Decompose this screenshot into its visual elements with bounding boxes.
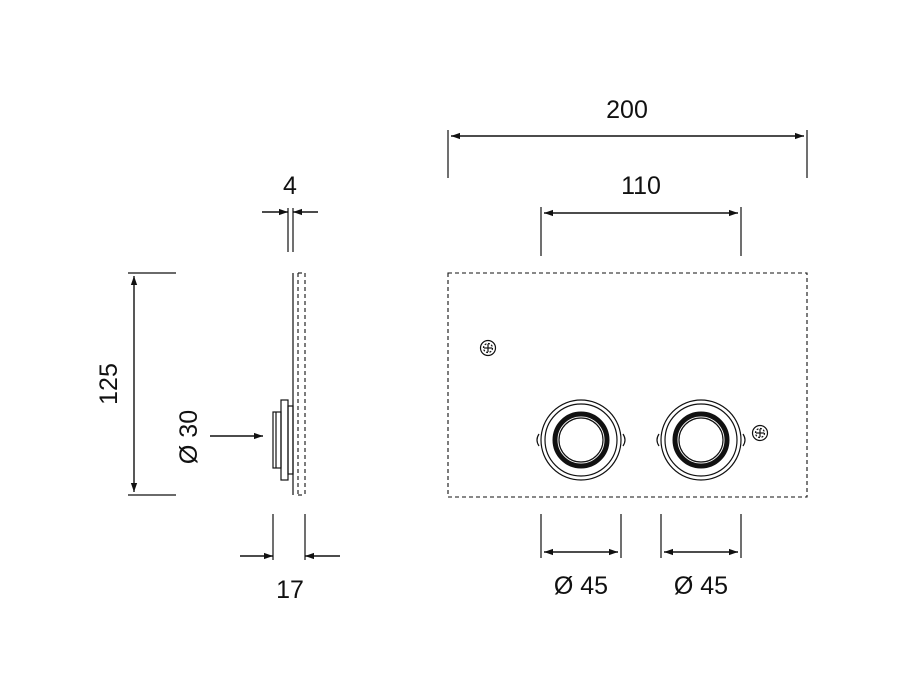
thickness-label: 4 — [283, 172, 297, 200]
spacing-label: 110 — [621, 172, 661, 200]
plate-outline — [447, 272, 808, 498]
depth-label: 17 — [276, 576, 304, 604]
flush-button-icon — [656, 399, 746, 481]
screw-icon — [479, 339, 497, 357]
right-button-diameter-dimension: Ø 45 — [660, 514, 742, 600]
left-button-diameter-dimension: Ø 45 — [540, 514, 622, 600]
right-button-diameter-label: Ø 45 — [674, 572, 728, 600]
left-button-diameter-label: Ø 45 — [554, 572, 608, 600]
depth-dimension: 17 — [240, 514, 340, 604]
side-button-diameter: Ø 30 — [175, 410, 263, 464]
spacing-dimension: 110 — [540, 172, 742, 256]
plate-profile — [292, 272, 306, 496]
screw-icon — [751, 424, 769, 442]
flush-button-icon — [536, 399, 626, 481]
side-view: 4 125 Ø 30 — [95, 172, 340, 604]
height-label: 125 — [95, 363, 123, 405]
width-label: 200 — [606, 96, 648, 124]
thickness-dimension: 4 — [262, 172, 318, 252]
height-dimension: 125 — [95, 272, 176, 496]
side-button-diameter-label: Ø 30 — [175, 410, 203, 464]
front-view: 200 110 — [447, 96, 808, 600]
width-dimension: 200 — [447, 96, 808, 178]
button-profile — [272, 399, 294, 481]
